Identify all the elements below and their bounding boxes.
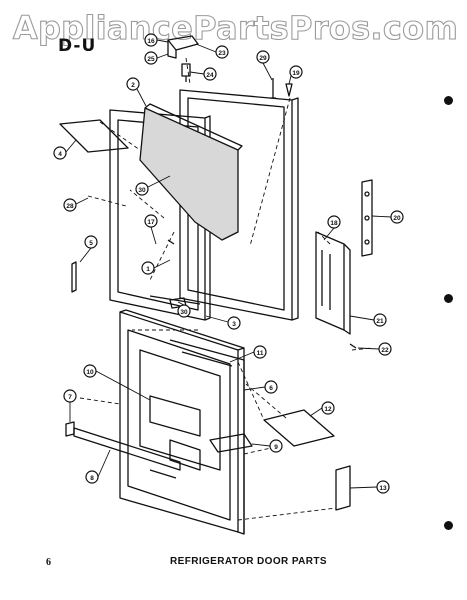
callout-5: 5 bbox=[84, 235, 98, 249]
callout-8: 8 bbox=[85, 470, 99, 484]
series-code: D-U bbox=[58, 36, 97, 56]
corner-bracket bbox=[65, 421, 75, 437]
svg-text:4: 4 bbox=[58, 151, 62, 158]
callout-24: 24 bbox=[203, 67, 217, 81]
leader-lines bbox=[65, 39, 392, 489]
callout-19: 19 bbox=[289, 65, 303, 79]
svg-text:17: 17 bbox=[147, 219, 155, 226]
callout-17: 17 bbox=[144, 214, 158, 228]
callout-18: 18 bbox=[327, 215, 341, 229]
svg-text:9: 9 bbox=[274, 444, 278, 451]
svg-text:5: 5 bbox=[89, 240, 93, 247]
hinge-screw bbox=[270, 78, 276, 99]
callout-25: 25 bbox=[144, 51, 158, 65]
callout-27: 28 bbox=[63, 198, 77, 212]
callout-11: 11 bbox=[253, 345, 267, 359]
door-liner-frame bbox=[179, 89, 299, 321]
svg-text:1: 1 bbox=[146, 266, 150, 273]
callout-13: 13 bbox=[376, 480, 390, 494]
shelf-front bbox=[209, 433, 253, 453]
svg-text:20: 20 bbox=[393, 215, 401, 222]
callouts: 16 23 25 24 29 19 2 4 30 28 17 5 1 18 20… bbox=[53, 33, 404, 494]
insulation-panel-edge bbox=[144, 103, 243, 151]
svg-text:22: 22 bbox=[381, 347, 389, 354]
svg-text:6: 6 bbox=[269, 385, 273, 392]
trim-strip bbox=[59, 119, 129, 153]
callout-6: 6 bbox=[264, 380, 278, 394]
callout-1: 1 bbox=[141, 261, 155, 275]
kick-plate bbox=[73, 427, 181, 471]
svg-text:7: 7 bbox=[68, 394, 72, 401]
callout-3: 3 bbox=[227, 316, 241, 330]
door-shelf bbox=[263, 409, 335, 447]
svg-text:24: 24 bbox=[206, 72, 214, 79]
diagram-caption: REFRIGERATOR DOOR PARTS bbox=[170, 556, 327, 567]
svg-text:30: 30 bbox=[180, 309, 188, 316]
svg-text:13: 13 bbox=[379, 485, 387, 492]
handle-screw bbox=[349, 343, 357, 349]
svg-text:11: 11 bbox=[257, 350, 264, 357]
svg-text:10: 10 bbox=[86, 369, 94, 376]
callout-21: 21 bbox=[373, 313, 387, 327]
svg-text:28: 28 bbox=[66, 203, 74, 210]
callout-23: 23 bbox=[215, 45, 229, 59]
hinge-bracket bbox=[167, 35, 199, 82]
svg-text:8: 8 bbox=[90, 475, 94, 482]
svg-text:29: 29 bbox=[259, 55, 267, 62]
frame-bottom-trim bbox=[149, 295, 201, 305]
callout-2: 2 bbox=[126, 77, 140, 91]
svg-text:21: 21 bbox=[376, 318, 384, 325]
bottom-trim-piece bbox=[335, 465, 351, 511]
screw bbox=[167, 239, 175, 245]
svg-text:12: 12 bbox=[324, 406, 332, 413]
door-handle bbox=[315, 231, 351, 335]
callout-20: 20 bbox=[390, 210, 404, 224]
page-number: 6 bbox=[46, 557, 51, 568]
side-trim bbox=[71, 261, 77, 293]
handle-strap bbox=[361, 179, 373, 257]
watermark: AppliancePartsPros.com bbox=[12, 8, 459, 47]
binder-hole bbox=[444, 521, 453, 530]
svg-text:3: 3 bbox=[232, 321, 236, 328]
callout-7: 7 bbox=[63, 389, 77, 403]
svg-text:25: 25 bbox=[147, 56, 155, 63]
hinge-pin bbox=[285, 83, 293, 97]
kick-plate-slot bbox=[149, 469, 177, 479]
svg-text:16: 16 bbox=[147, 38, 155, 45]
callout-10: 10 bbox=[83, 364, 97, 378]
svg-text:18: 18 bbox=[330, 220, 338, 227]
svg-text:30: 30 bbox=[138, 187, 146, 194]
svg-text:2: 2 bbox=[131, 82, 135, 89]
callout-22: 22 bbox=[378, 342, 392, 356]
callout-4: 4 bbox=[53, 146, 67, 160]
callout-30: 30 bbox=[177, 304, 191, 318]
callout-29: 30 bbox=[135, 182, 149, 196]
callout-28: 29 bbox=[256, 50, 270, 64]
binder-hole bbox=[444, 294, 453, 303]
lower-door-liner bbox=[169, 339, 245, 534]
svg-text:19: 19 bbox=[292, 70, 300, 77]
svg-text:23: 23 bbox=[218, 50, 226, 57]
binder-hole bbox=[444, 96, 453, 105]
callout-12: 12 bbox=[321, 401, 335, 415]
callout-9: 9 bbox=[269, 439, 283, 453]
lower-door-panel bbox=[119, 309, 245, 535]
callout-16: 16 bbox=[144, 33, 158, 47]
